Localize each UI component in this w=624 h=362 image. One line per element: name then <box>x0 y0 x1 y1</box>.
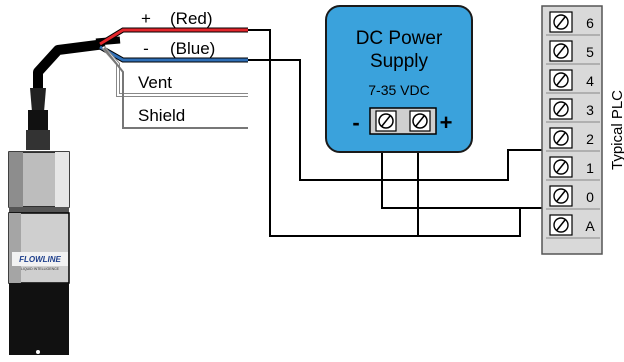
plc-terminal-1: 1 <box>546 156 600 181</box>
plc-terminal-label: A <box>585 218 595 234</box>
plc-screw-slot <box>556 219 566 231</box>
power-supply-title-line2: Supply <box>370 51 429 72</box>
sensor-logo-subtext: LIQUID INTELLIGENCE <box>21 267 60 271</box>
plc-terminal-3: 3 <box>546 98 600 123</box>
plc-terminal-0: 0 <box>546 185 600 210</box>
power-supply-positive-sign: + <box>440 110 453 135</box>
power-supply-title-line1: DC Power <box>356 28 443 49</box>
plc-terminal-A: A <box>546 214 600 239</box>
shield-wire-label: Shield <box>138 106 185 125</box>
plc-terminal-label: 4 <box>586 73 594 89</box>
plc-terminal-label: 0 <box>586 189 594 205</box>
plc-terminal-label: 2 <box>586 131 594 147</box>
plc-terminal-4: 4 <box>546 69 600 94</box>
red-wire-sign: + <box>141 9 151 28</box>
blue-wire-label: (Blue) <box>170 39 215 58</box>
vent-wire-label: Vent <box>138 73 172 92</box>
plc-terminal-label: 3 <box>586 102 594 118</box>
sensor-wires <box>98 27 248 129</box>
plc-terminal-label: 5 <box>586 44 594 60</box>
sensor-logo: FLOWLINE <box>19 255 61 264</box>
plc-terminal-label: 6 <box>586 15 594 31</box>
plc-screw-slot <box>556 161 566 173</box>
red-wire-label: (Red) <box>170 9 213 28</box>
power-supply-negative-sign: - <box>352 110 359 135</box>
plc-title: Typical PLC <box>609 90 624 170</box>
plc-terminal-label: 1 <box>586 160 594 176</box>
plc-screw-slot <box>556 132 566 144</box>
plc-screw-slot <box>556 16 566 28</box>
plc-screw-slot <box>556 190 566 202</box>
plc-terminal-5: 5 <box>546 40 600 65</box>
power-supply-voltage: 7-35 VDC <box>368 82 429 98</box>
plc-screw-slot <box>556 45 566 57</box>
blue-wire-sign: - <box>143 39 149 58</box>
plc-terminal-2: 2 <box>546 127 600 152</box>
plc-terminal-strip: 6 5 4 3 2 1 0A <box>541 5 603 255</box>
dc-power-supply <box>325 5 473 153</box>
plc-screw-slot <box>556 74 566 86</box>
pressure-sensor: FLOWLINE LIQUID INTELLIGENCE <box>8 36 121 355</box>
plc-screw-slot <box>556 103 566 115</box>
plc-terminal-6: 6 <box>546 11 600 36</box>
circuit-wires <box>248 29 556 237</box>
